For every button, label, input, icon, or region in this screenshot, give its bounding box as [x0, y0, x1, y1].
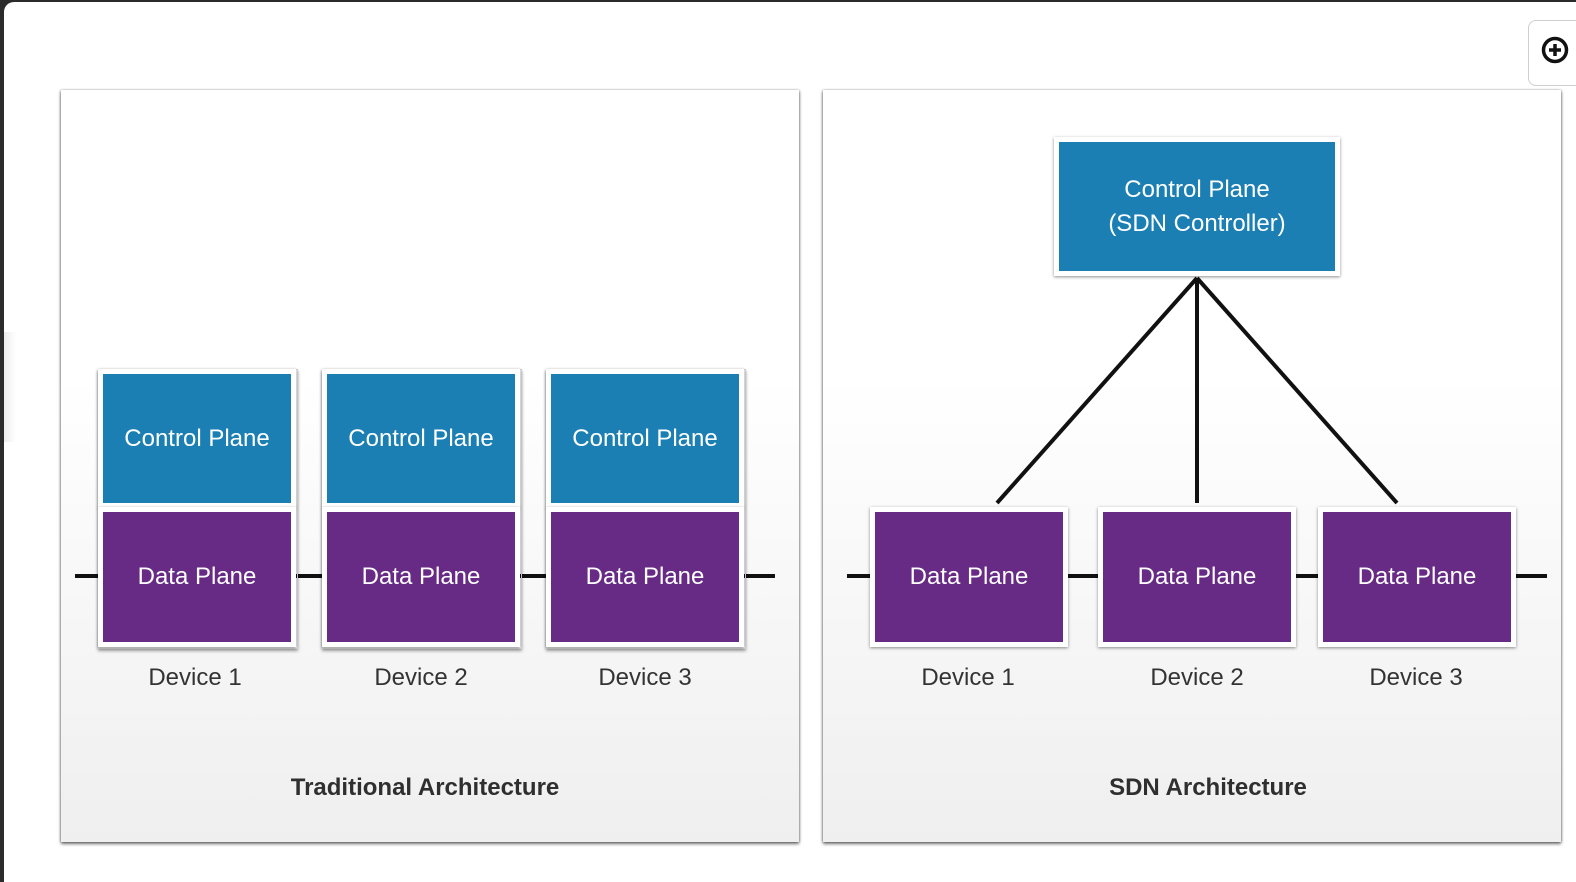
network-link: [75, 574, 99, 578]
data-plane-box: Data Plane: [870, 507, 1068, 647]
network-link: [520, 574, 546, 578]
device-label: Device 1: [921, 664, 1015, 691]
data-plane-box: Data Plane: [98, 507, 296, 647]
zoom-button[interactable]: [1528, 20, 1576, 86]
data-plane-box: Data Plane: [546, 507, 744, 647]
network-link: [1296, 574, 1318, 578]
data-plane-box: Data Plane: [1098, 507, 1296, 647]
device-label: Device 3: [1369, 664, 1463, 691]
controller-subtitle: (SDN Controller): [1108, 209, 1286, 237]
device-label: Device 3: [598, 664, 692, 691]
edge-shadow: [4, 332, 16, 442]
network-link: [1516, 574, 1547, 578]
device-label: Device 2: [1150, 664, 1244, 691]
device-label: Device 1: [148, 664, 242, 691]
diagram-canvas: Control Plane Data Plane Device 1 Contro…: [4, 2, 1576, 882]
device-label: Device 2: [374, 664, 468, 691]
sdn-controller-box: Control Plane (SDN Controller): [1054, 137, 1340, 276]
data-plane-box: Data Plane: [1318, 507, 1516, 647]
control-plane-box: Control Plane: [98, 369, 296, 508]
controller-title: Control Plane: [1124, 175, 1270, 203]
panel-title: Traditional Architecture: [290, 774, 560, 801]
control-plane-box: Control Plane: [546, 369, 744, 508]
network-link: [1068, 574, 1098, 578]
network-link: [296, 574, 322, 578]
network-link: [744, 574, 775, 578]
zoom-in-icon: [1541, 36, 1569, 64]
panel-title: SDN Architecture: [1109, 774, 1307, 801]
data-plane-box: Data Plane: [322, 507, 520, 647]
network-link: [847, 574, 870, 578]
control-plane-box: Control Plane: [322, 369, 520, 508]
